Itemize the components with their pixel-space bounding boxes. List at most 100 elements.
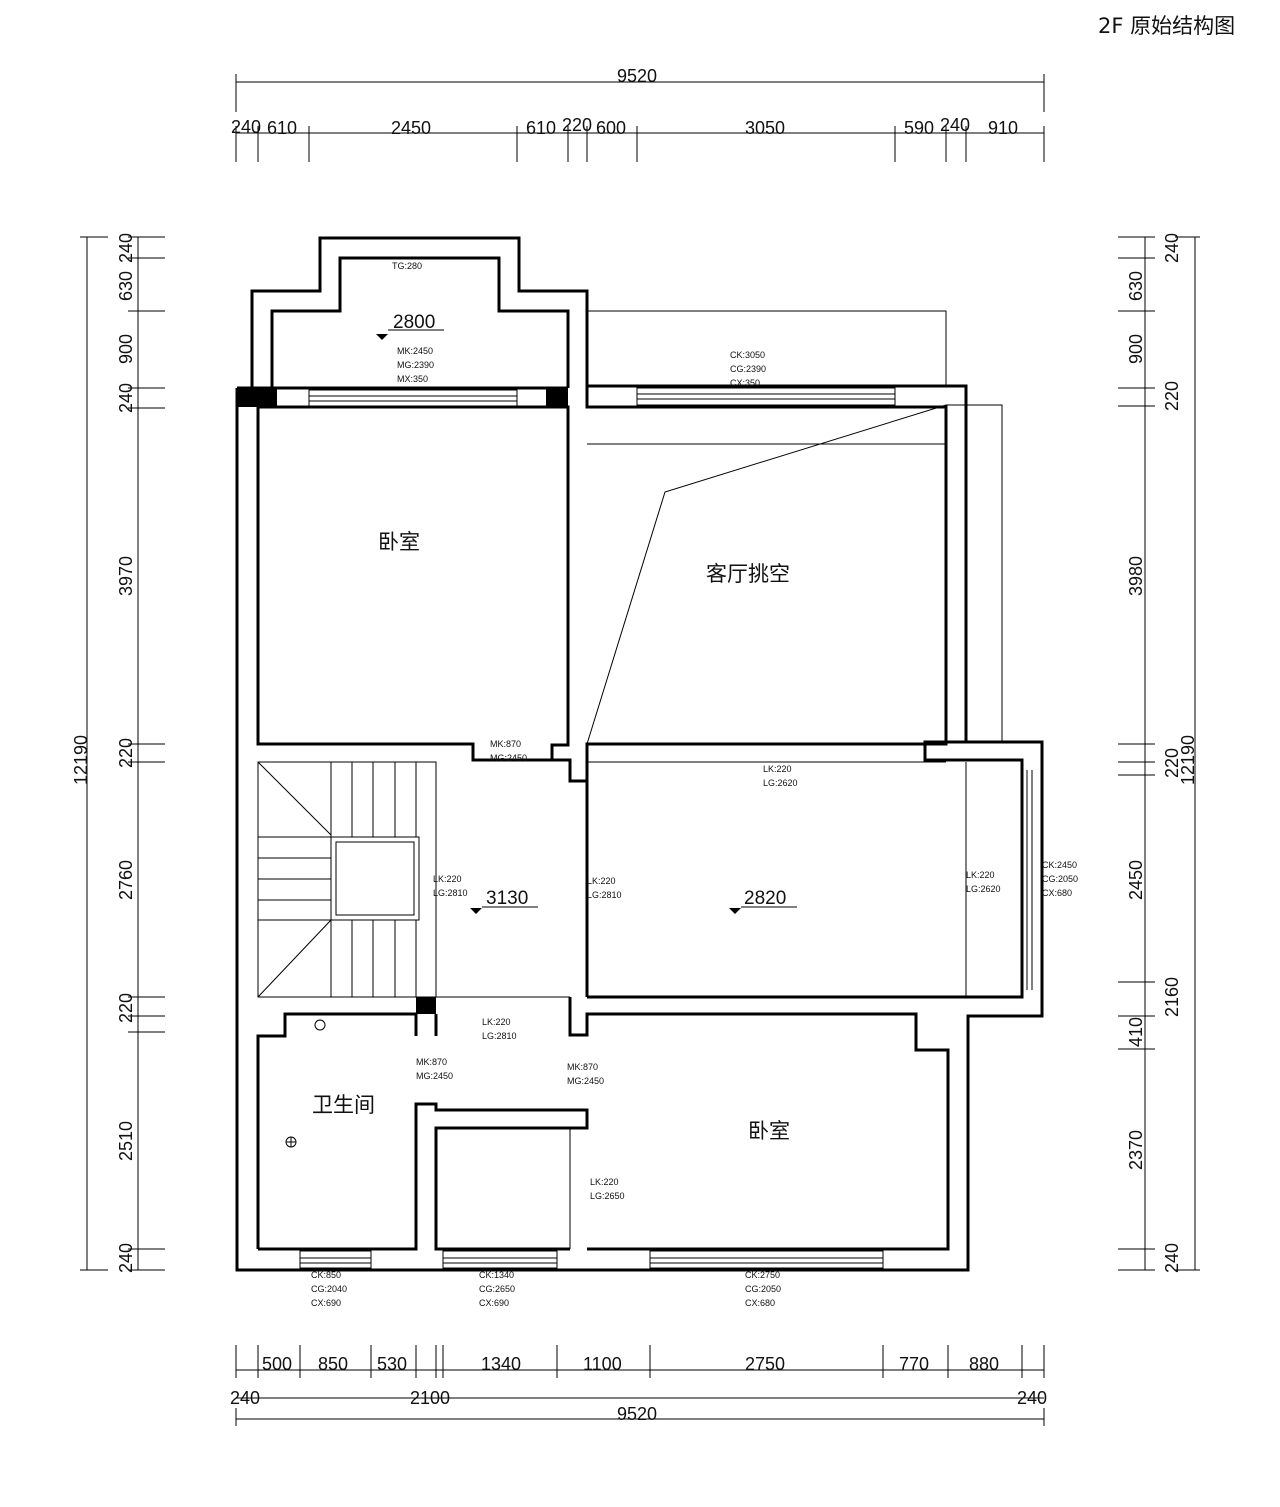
top-dimensions: 9520 240 610 2450 610 220 600 3050 590 2… [231,66,1045,162]
right-seg-4: 220 [1162,381,1182,411]
left-seg-2: 630 [116,271,136,301]
left-seg-8: 220 [116,993,136,1023]
note-w1-cg: CG:2040 [311,1284,347,1294]
note-lk3: LK:220 [587,876,616,886]
top-seg-1: 240 [231,117,261,137]
walls [235,236,1044,1272]
right-seg-7: 2450 [1126,860,1146,900]
note-w2-ck: CK:1340 [479,1270,514,1280]
right-dimensions: 12190 240 630 900 220 3980 220 2450 2160… [1118,233,1200,1273]
top-seg-9: 240 [940,115,970,135]
note-void-cx: CX:350 [730,378,760,388]
note-balcony-mg: MG:2390 [397,360,434,370]
note-w3-cg: CG:2050 [745,1284,781,1294]
note-w2-cg: CG:2650 [479,1284,515,1294]
level-marker-balcony: 2800 [376,312,444,340]
note-tg: TG:280 [392,261,422,271]
note-lg3: LG:2810 [587,890,622,900]
level-value-mid: 2820 [744,888,786,909]
note-w1-cx: CX:690 [311,1298,341,1308]
left-seg-1: 240 [116,233,136,263]
note-door2-mk: MK:870 [416,1057,447,1067]
note-lg5: LG:2810 [482,1031,517,1041]
note-door1-mg: MG:2450 [490,753,527,763]
top-seg-10: 910 [988,118,1018,138]
left-total-label: 12190 [71,735,91,785]
bottom-seg-7: 770 [899,1354,929,1374]
note-win-e-cg: CG:2050 [1042,874,1078,884]
room-label-bedroom-top: 卧室 [378,530,420,554]
level-value-hall: 3130 [486,888,528,909]
bottom-second-1: 240 [230,1388,260,1408]
bottom-seg-1: 500 [262,1354,292,1374]
right-seg-1: 240 [1162,233,1182,263]
room-label-living-void: 客厅挑空 [706,562,790,586]
note-door2-mg: MG:2450 [416,1071,453,1081]
annotations: TG:280 MK:2450 MG:2390 MX:350 CK:3050 CG… [311,261,1078,1308]
note-lg4: LG:2620 [966,884,1001,894]
room-label-bedroom-bottom: 卧室 [748,1119,790,1143]
note-w2-cx: CX:690 [479,1298,509,1308]
note-lg6: LG:2650 [590,1191,625,1201]
note-void-ck: CK:3050 [730,350,765,360]
note-lg2: LG:2810 [433,888,468,898]
top-seg-5: 220 [562,115,592,135]
right-seg-5: 3980 [1126,556,1146,596]
left-seg-6: 220 [116,738,136,768]
note-lk5: LK:220 [482,1017,511,1027]
bottom-second-3: 240 [1017,1388,1047,1408]
right-seg-2: 630 [1126,271,1146,301]
note-w3-ck: CK:2750 [745,1270,780,1280]
staircase [257,761,437,998]
level-value-balcony: 2800 [393,312,435,333]
top-seg-3: 2450 [391,118,431,138]
note-lk1: LK:220 [763,764,792,774]
note-door3-mg: MG:2450 [567,1076,604,1086]
drawing-title: 2F 原始结构图 [1098,14,1235,38]
level-marker-mid: 2820 [729,888,797,914]
bottom-seg-5: 1100 [583,1354,622,1374]
right-seg-3: 900 [1126,334,1146,364]
bottom-second-2: 2100 [410,1388,450,1408]
note-w1-ck: CK:850 [311,1270,341,1280]
right-total-label: 12190 [1178,735,1198,785]
top-seg-7: 3050 [745,118,785,138]
room-label-bathroom: 卫生间 [312,1093,375,1117]
note-lg1: LG:2620 [763,778,798,788]
top-seg-8: 590 [904,118,934,138]
left-seg-10: 240 [116,1243,136,1273]
thin-lines [285,310,1033,1269]
left-seg-9: 2510 [116,1121,136,1161]
top-seg-6: 600 [596,118,626,138]
note-win-e-cx: CX:680 [1042,888,1072,898]
bottom-total-label: 9520 [617,1404,657,1424]
columns [237,388,568,1014]
right-seg-10: 2370 [1126,1130,1146,1170]
bottom-seg-6: 2750 [745,1354,785,1374]
note-lk4: LK:220 [966,870,995,880]
left-dimensions: 12190 240 630 900 240 3970 220 2760 220 … [71,233,165,1273]
note-balcony-mk: MK:2450 [397,346,433,356]
bottom-dimensions: 500 850 530 1340 1100 2750 770 880 240 2… [230,1345,1047,1426]
bottom-seg-8: 880 [969,1354,999,1374]
note-void-cg: CG:2390 [730,364,766,374]
left-seg-4: 240 [116,383,136,413]
bottom-seg-3: 530 [377,1354,407,1374]
bottom-seg-4: 1340 [481,1354,521,1374]
note-w3-cx: CX:680 [745,1298,775,1308]
note-door3-mk: MK:870 [567,1062,598,1072]
top-total-label: 9520 [617,66,657,86]
bottom-seg-2: 850 [318,1354,348,1374]
right-seg-11: 240 [1162,1243,1182,1273]
top-seg-4: 610 [526,118,556,138]
level-marker-hall: 3130 [470,888,538,914]
note-balcony-mx: MX:350 [397,374,428,384]
left-seg-5: 3970 [116,556,136,596]
top-seg-2: 610 [267,118,297,138]
right-seg-8: 2160 [1162,977,1182,1017]
note-door1-mk: MK:870 [490,739,521,749]
left-seg-3: 900 [116,334,136,364]
right-seg-9: 410 [1126,1017,1146,1047]
note-lk6: LK:220 [590,1177,619,1187]
left-seg-7: 2760 [116,860,136,900]
